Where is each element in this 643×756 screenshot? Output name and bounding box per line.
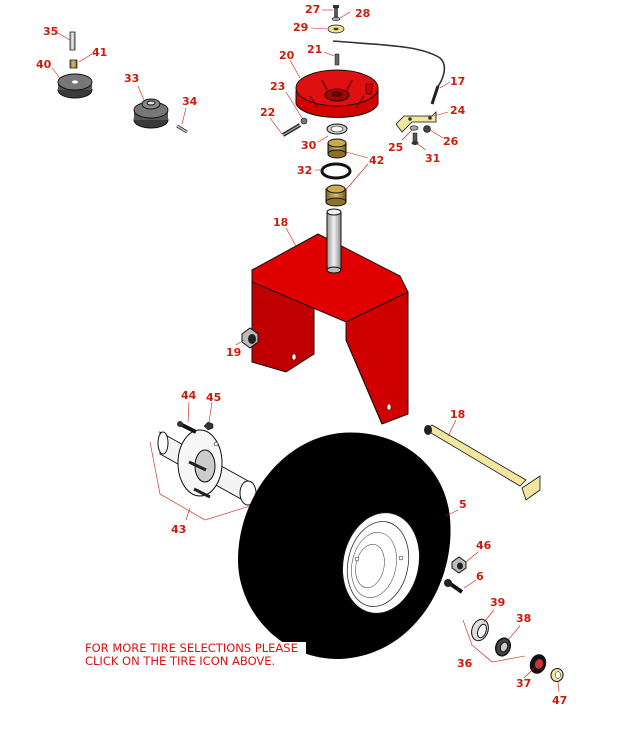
callout-32[interactable]: 32	[297, 164, 312, 177]
callout-5[interactable]: 5	[459, 498, 467, 511]
part-24-bracket[interactable]	[395, 111, 437, 133]
callout-46[interactable]: 46	[476, 539, 492, 552]
callout-35[interactable]: 35	[43, 25, 58, 38]
part-22-bolt[interactable]	[281, 123, 302, 137]
callout-34[interactable]: 34	[182, 95, 198, 108]
part-42-bearing-lower[interactable]	[325, 184, 347, 207]
part-39-seal[interactable]	[469, 617, 492, 643]
callout-31[interactable]: 31	[425, 152, 440, 165]
callout-18-axle[interactable]: 18	[450, 408, 465, 421]
part-31-bolt[interactable]	[411, 132, 419, 145]
part-38-bearing[interactable]	[493, 636, 512, 658]
part-37-seal[interactable]	[527, 652, 549, 676]
part-35-pin[interactable]	[69, 31, 76, 51]
part-33-pulley[interactable]	[133, 98, 169, 129]
callout-43[interactable]: 43	[171, 523, 186, 536]
callout-42[interactable]: 42	[369, 154, 384, 167]
callout-36[interactable]: 36	[457, 657, 473, 670]
part-30-seal[interactable]	[326, 123, 348, 135]
callout-25[interactable]: 25	[388, 141, 403, 154]
part-27-bolt[interactable]	[333, 5, 339, 18]
part-45-nut[interactable]	[203, 421, 214, 431]
part-18-fork[interactable]	[251, 208, 409, 425]
callout-18-fork[interactable]: 18	[273, 216, 288, 229]
part-23-screw[interactable]	[300, 117, 308, 125]
callout-38[interactable]: 38	[516, 612, 531, 625]
callout-27[interactable]: 27	[305, 3, 320, 16]
part-47-spacer[interactable]	[549, 667, 565, 683]
callout-6[interactable]: 6	[476, 570, 484, 583]
callout-44[interactable]: 44	[181, 389, 197, 402]
part-19-nut[interactable]	[241, 327, 259, 349]
part-41-bushing[interactable]	[69, 59, 78, 69]
callout-33[interactable]: 33	[124, 72, 139, 85]
callout-22[interactable]: 22	[260, 106, 275, 119]
callout-19[interactable]: 19	[226, 346, 241, 359]
callout-30[interactable]: 30	[301, 139, 317, 152]
part-17-cable[interactable]	[332, 40, 446, 105]
part-42-bearing-upper[interactable]	[327, 138, 347, 159]
part-26-nut[interactable]	[423, 125, 431, 133]
callout-24[interactable]: 24	[450, 104, 466, 117]
part-46-nut[interactable]	[451, 556, 467, 574]
callout-26[interactable]: 26	[443, 135, 459, 148]
callout-41[interactable]: 41	[92, 46, 107, 59]
callout-23[interactable]: 23	[270, 80, 285, 93]
note-line-2: CLICK ON THE TIRE ICON ABOVE.	[85, 654, 276, 668]
part-20-housing[interactable]	[295, 69, 379, 118]
part-28-washer[interactable]	[331, 16, 341, 22]
part-44-stud[interactable]	[177, 421, 197, 434]
part-40-pulley[interactable]	[57, 73, 93, 99]
part-5-tire[interactable]	[238, 432, 451, 660]
part-32-o-ring[interactable]	[320, 162, 352, 180]
tire-selection-note: FOR MORE TIRE SELECTIONS PLEASE CLICK ON…	[85, 642, 306, 668]
callout-28[interactable]: 28	[355, 7, 370, 20]
callout-47[interactable]: 47	[552, 694, 567, 707]
callout-21[interactable]: 21	[307, 43, 322, 56]
part-6-valve-stem[interactable]	[444, 579, 464, 594]
callout-17[interactable]: 17	[450, 75, 465, 88]
part-18-axle[interactable]	[424, 424, 541, 501]
leader-lines	[51, 9, 560, 693]
callout-labels: 35 41 40 33 34 27 28 29 20 21 17 23 22 2…	[36, 3, 567, 707]
part-43-hub[interactable]	[157, 429, 257, 506]
part-34-key[interactable]	[176, 124, 188, 134]
callout-29[interactable]: 29	[293, 21, 308, 34]
part-21-screw[interactable]	[334, 53, 340, 66]
callout-37[interactable]: 37	[516, 677, 531, 690]
callout-20[interactable]: 20	[279, 49, 295, 62]
callout-40[interactable]: 40	[36, 58, 52, 71]
note-line-1: FOR MORE TIRE SELECTIONS PLEASE	[85, 641, 298, 655]
callout-39[interactable]: 39	[490, 596, 505, 609]
part-29-washer[interactable]	[327, 24, 345, 34]
part-25-washer[interactable]	[409, 125, 419, 131]
callout-45[interactable]: 45	[206, 391, 221, 404]
